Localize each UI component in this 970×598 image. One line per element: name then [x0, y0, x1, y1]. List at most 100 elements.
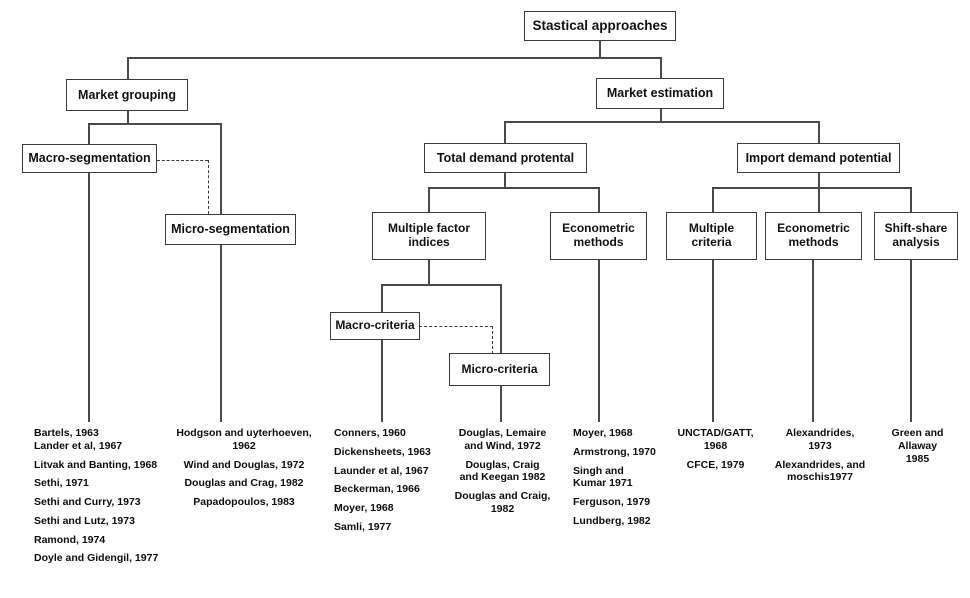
node-market-estimation[interactable]: Market estimation [596, 78, 724, 109]
node-label-line2: methods [573, 235, 624, 249]
connector-to-multiple-factor-indices [428, 187, 430, 212]
reference-entry: Ferguson, 1979 [573, 496, 673, 509]
connector-import-demand-stem [818, 172, 820, 188]
connector-total-demand-stem [504, 172, 506, 188]
dashed-link-criteria-v [492, 326, 493, 354]
node-label: Market estimation [606, 86, 714, 101]
node-micro-segmentation[interactable]: Micro-segmentation [165, 214, 296, 245]
reference-entry: Sethi and Curry, 1973 [34, 496, 179, 509]
connector-to-econometric-methods-b [818, 187, 820, 212]
reference-line: Conners, 1960 [334, 427, 406, 439]
reference-entry: Conners, 1960 [334, 427, 454, 440]
connector-root-to-market-estimation [660, 57, 662, 79]
reference-line: Dickensheets, 1963 [334, 445, 431, 458]
node-label: Macro-segmentation [28, 151, 151, 166]
node-econometric-methods-import-demand[interactable]: Econometric methods [765, 212, 862, 260]
node-multiple-criteria[interactable]: Multiple criteria [666, 212, 757, 260]
reference-entry: Samli, 1977 [334, 520, 454, 534]
reference-entry: Wind and Douglas, 1972 [175, 458, 313, 472]
connector-to-import-demand [818, 121, 820, 144]
reference-line: Alexandrides, and [774, 458, 866, 471]
connector-shift-share-drop [910, 259, 912, 422]
connector-market-grouping-bus [88, 123, 221, 125]
node-label-line1: Econometric [562, 221, 635, 236]
connector-macro-criteria-drop [381, 340, 383, 422]
node-label-line2: methods [788, 235, 839, 249]
connector-econometric-a-drop [598, 259, 600, 422]
node-label-line2: criteria [691, 235, 732, 249]
reference-line: UNCTAD/GATT, [677, 427, 754, 439]
reference-line: Wind and Douglas, 1972 [183, 458, 305, 471]
reference-entry: Dickensheets, 1963 [334, 445, 454, 459]
reference-entry: Armstrong, 1970 [573, 446, 673, 459]
reference-line: and Keegan 1982 [459, 471, 546, 484]
node-micro-criteria[interactable]: Micro-criteria [449, 353, 550, 386]
node-multiple-factor-indices[interactable]: Multiple factor indices [372, 212, 486, 260]
connector-multiple-criteria-drop [712, 259, 714, 422]
reference-line: 1982 [490, 502, 515, 515]
node-label-line1: Multiple [688, 221, 735, 236]
node-macro-criteria[interactable]: Macro-criteria [330, 312, 420, 340]
reference-entry: Douglas and Craig,1982 [450, 490, 555, 516]
reference-line: Moyer, 1968 [573, 427, 633, 439]
node-market-grouping[interactable]: Market grouping [66, 79, 188, 111]
reference-entry: Alexandrides,1973 [765, 427, 875, 453]
reference-entry: Douglas and Crag, 1982 [175, 477, 313, 490]
connector-market-grouping-stem [127, 110, 129, 124]
node-label-line1: Econometric [777, 221, 850, 236]
reference-entry: Sethi, 1971 [34, 477, 179, 490]
reference-entry: Papadopoulos, 1983 [175, 496, 313, 509]
connector-total-demand-bus [428, 187, 599, 189]
connector-root-to-market-grouping [127, 57, 129, 79]
connector-mfi-bus [381, 284, 501, 286]
reference-entry: Moyer, 1968 [334, 502, 454, 515]
node-label-line1: Shift-share [884, 221, 948, 236]
reference-line: 1962 [232, 439, 256, 452]
reference-line: Lundberg, 1982 [573, 514, 651, 527]
reference-line: 1968 [703, 439, 728, 452]
reference-line: Ferguson, 1979 [573, 496, 651, 508]
reference-line: CFCE, 1979 [686, 458, 745, 471]
node-label: Macro-criteria [335, 318, 415, 333]
dashed-link-segmentation-v [208, 160, 209, 214]
reference-line: Doyle and Gidengil, 1977 [34, 552, 159, 565]
node-import-demand-potential[interactable]: Import demand potential [737, 143, 900, 173]
reference-entry: Doyle and Gidengil, 1977 [34, 552, 179, 565]
reference-line: Sethi and Curry, 1973 [34, 496, 141, 508]
reference-line: Singh and [573, 464, 624, 477]
reference-entry: Lundberg, 1982 [573, 514, 673, 528]
reference-entry: UNCTAD/GATT,1968 [668, 427, 763, 453]
node-econometric-methods-total-demand[interactable]: Econometric methods [550, 212, 647, 260]
connector-to-econometric-methods-a [598, 187, 600, 212]
reference-line: Alexandrides, [785, 427, 855, 439]
connector-mfi-stem [428, 259, 430, 285]
reference-line: Papadopoulos, 1983 [193, 496, 295, 508]
reference-line: Green and [891, 427, 944, 439]
node-label: Micro-segmentation [171, 222, 290, 237]
node-statistical-approaches[interactable]: Stastical approaches [524, 11, 676, 41]
connector-to-macro-segmentation [88, 123, 90, 144]
node-label: Import demand potential [745, 150, 892, 165]
reference-line: Beckerman, 1966 [334, 483, 420, 496]
node-label-line2: indices [408, 235, 450, 249]
connector-to-shift-share [910, 187, 912, 212]
connector-macro-segmentation-drop [88, 172, 90, 422]
reference-line: Hodgson and uyterhoeven, [176, 427, 312, 439]
node-total-demand-potential[interactable]: Total demand protental [424, 143, 587, 173]
reference-line: Douglas, Craig [465, 458, 540, 471]
reference-line: Sethi and Lutz, 1973 [34, 514, 135, 527]
reference-line: Kumar 1971 [573, 477, 633, 490]
reference-line: Samli, 1977 [334, 520, 392, 533]
dashed-link-criteria-h [419, 326, 493, 327]
node-macro-segmentation[interactable]: Macro-segmentation [22, 144, 157, 173]
connector-root-bus [127, 57, 661, 59]
node-shift-share-analysis[interactable]: Shift-share analysis [874, 212, 958, 260]
reference-line: Ramond, 1974 [34, 533, 106, 546]
